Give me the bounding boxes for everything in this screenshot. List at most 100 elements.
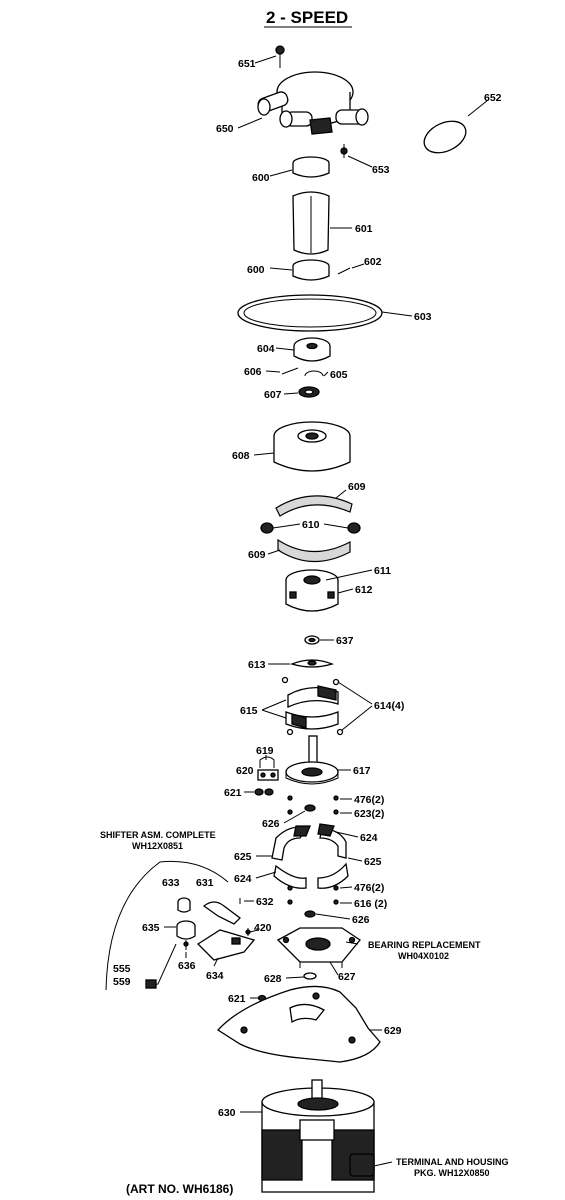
label-612: 612 — [355, 584, 373, 596]
label-636: 636 — [178, 960, 196, 972]
part-620-bracket — [257, 769, 279, 781]
part-634-bracket — [196, 929, 256, 961]
label-610: 610 — [302, 519, 320, 531]
label-621-lower: 621 — [228, 993, 246, 1005]
label-627: 627 — [338, 971, 356, 983]
label-604: 604 — [257, 343, 275, 355]
part-420-screw — [245, 928, 251, 936]
part-602-screw — [337, 267, 351, 275]
label-603: 603 — [414, 311, 432, 323]
label-625-right: 625 — [364, 856, 382, 868]
bearing-note-title: BEARING REPLACEMENT — [368, 940, 481, 950]
part-604-pulley — [293, 337, 331, 362]
label-624-upper: 624 — [360, 832, 378, 844]
label-632: 632 — [256, 896, 274, 908]
label-605: 605 — [330, 369, 348, 381]
label-600-lower: 600 — [247, 264, 265, 276]
label-476-lower: 476(2) — [354, 882, 384, 894]
label-651: 651 — [238, 58, 256, 70]
shifter-note-part: WH12X0851 — [132, 841, 183, 851]
part-612-clutch-hub — [285, 569, 339, 612]
part-631-shift-lever — [202, 901, 241, 925]
label-626-upper: 626 — [262, 818, 280, 830]
part-627-bearing-plate — [276, 927, 361, 968]
part-635-shifter-motor — [145, 920, 196, 989]
label-631: 631 — [196, 877, 214, 889]
label-614: 614(4) — [374, 700, 404, 712]
part-626-upper-nut — [304, 804, 316, 812]
part-600-upper-clamp — [292, 156, 330, 178]
label-650: 650 — [216, 123, 234, 135]
label-628: 628 — [264, 973, 282, 985]
label-624-lower: 624 — [234, 873, 252, 885]
label-608: 608 — [232, 450, 250, 462]
part-609-lower-shoe — [277, 538, 351, 563]
part-650-pump-housing — [257, 71, 369, 135]
part-613-retainer — [290, 659, 334, 668]
label-634: 634 — [206, 970, 224, 982]
part-609-upper-shoe — [275, 495, 353, 517]
terminal-note-title: TERMINAL AND HOUSING — [396, 1157, 509, 1167]
part-606-pin — [281, 367, 299, 375]
part-615-brake-pads — [285, 685, 339, 730]
part-601-hose — [292, 191, 330, 255]
part-626-lower-nut — [304, 910, 316, 918]
label-601: 601 — [355, 223, 373, 235]
label-602: 602 — [364, 256, 382, 268]
part-630-motor — [261, 1079, 375, 1193]
shifter-note-title: SHIFTER ASM. COMPLETE — [100, 830, 216, 840]
label-653: 653 — [372, 164, 390, 176]
label-626-lower: 626 — [352, 914, 370, 926]
label-559: 559 — [113, 976, 131, 988]
part-600-lower-clamp — [292, 259, 330, 281]
label-625-left: 625 — [234, 851, 252, 863]
label-623: 623(2) — [354, 808, 384, 820]
part-653-screw — [340, 144, 348, 158]
leader-lines — [164, 55, 489, 1167]
part-605-retaining-ring — [304, 370, 324, 377]
part-608-clutch-drum — [273, 421, 351, 472]
label-633: 633 — [162, 877, 180, 889]
label-615: 615 — [240, 705, 258, 717]
part-603-belt — [237, 294, 383, 332]
part-619-clip — [259, 756, 275, 768]
label-637: 637 — [336, 635, 354, 647]
label-607: 607 — [264, 389, 282, 401]
label-476-upper: 476(2) — [354, 794, 384, 806]
part-476-616-fasteners — [287, 885, 339, 905]
part-610-springs — [260, 522, 361, 534]
bearing-note-part: WH04X0102 — [398, 951, 449, 961]
label-616: 616 (2) — [354, 898, 387, 910]
label-613: 613 — [248, 659, 266, 671]
art-number: (ART NO. WH6186) — [126, 1182, 233, 1196]
part-629-mounting-plate — [216, 985, 381, 1063]
diagram-title: 2 - SPEED — [266, 8, 348, 27]
part-637-nut — [304, 635, 320, 645]
part-651-screw — [275, 45, 285, 68]
part-636-screw — [183, 940, 189, 950]
part-624-625-brake-shoes — [271, 823, 349, 889]
label-611: 611 — [374, 565, 391, 577]
part-614-washers — [281, 676, 344, 736]
terminal-note-part: PKG. WH12X0850 — [414, 1168, 490, 1178]
label-652: 652 — [484, 92, 502, 104]
label-609-upper: 609 — [348, 481, 366, 493]
part-607-bearing — [298, 386, 320, 398]
part-652-seal-ring — [423, 120, 467, 154]
label-609-lower: 609 — [248, 549, 266, 561]
label-555: 555 — [113, 963, 131, 975]
part-628-ring — [303, 972, 317, 980]
label-629: 629 — [384, 1025, 402, 1037]
label-619: 619 — [256, 745, 274, 757]
label-606: 606 — [244, 366, 262, 378]
label-620: 620 — [236, 765, 254, 777]
label-617: 617 — [353, 765, 371, 777]
part-621-upper-pads — [254, 788, 274, 796]
shifter-bracket-curve — [105, 860, 229, 991]
label-635: 635 — [142, 922, 160, 934]
part-617-brake-assembly — [285, 735, 339, 785]
part-number-labels: 651 650 652 653 600 601 600 602 603 604 … — [113, 58, 502, 1119]
label-600-upper: 600 — [252, 172, 270, 184]
part-476-623-fasteners — [287, 795, 339, 815]
